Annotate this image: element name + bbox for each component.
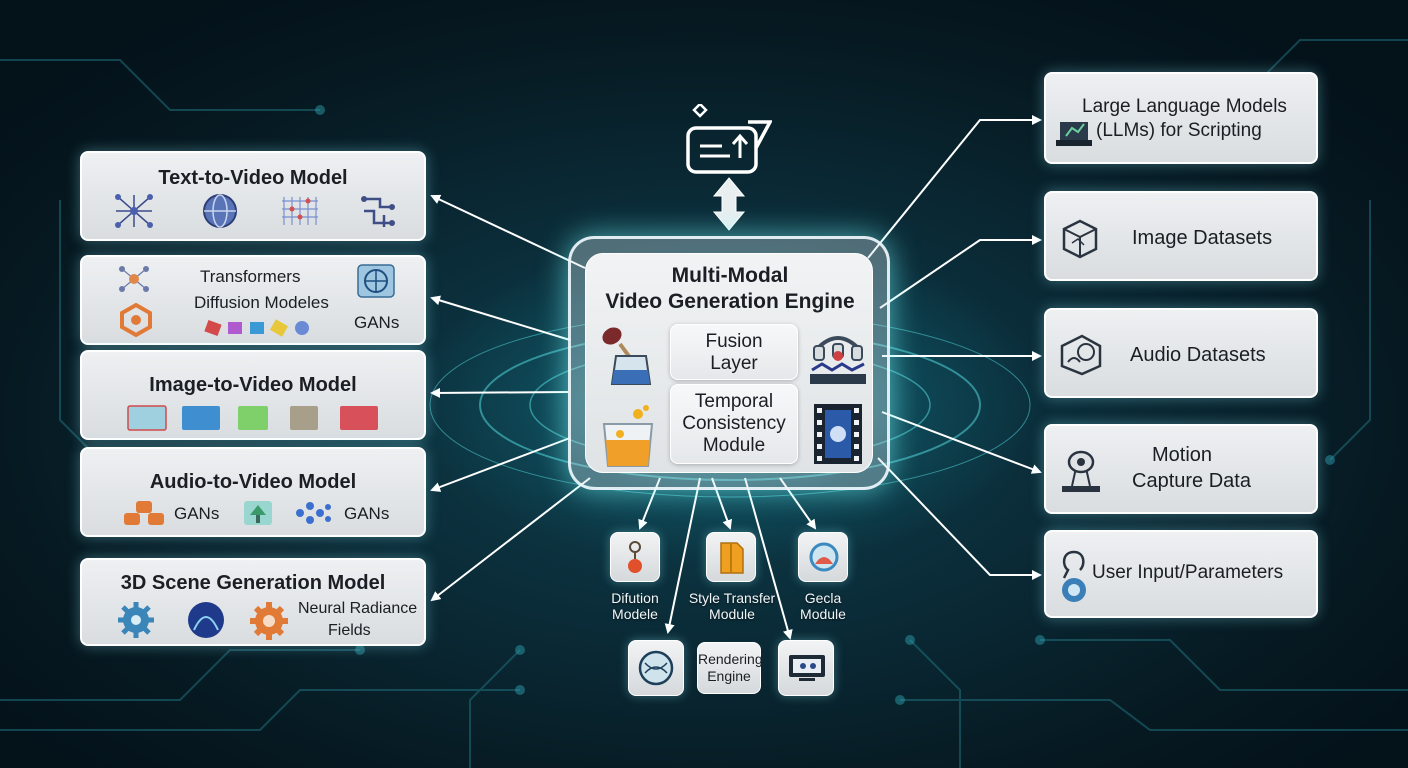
audio-datasets-title: Audio Datasets: [1130, 344, 1266, 366]
audio-to-video-title: Audio-to-Video Model: [149, 471, 357, 493]
transformers-diffusion-panel[interactable]: Transformers Diffusion Modeles GANs: [80, 255, 426, 345]
colorful-shapes-icon: [204, 319, 314, 337]
fusion-layer[interactable]: Fusion Layer: [670, 324, 798, 380]
globe-pattern-icon: [638, 650, 674, 686]
style-transfer-line2: Module: [709, 606, 755, 622]
gear-badge-icon: [809, 542, 839, 572]
transformers-label: Transformers: [200, 267, 301, 286]
engine-panel: Multi-Modal Video Generation Engine Fusi…: [585, 253, 873, 473]
globe-network-icon: [203, 194, 237, 228]
temporal-line2: Consistency: [682, 413, 786, 434]
camera-sensor-icon: [1062, 450, 1100, 492]
orange-gear-icon: [250, 602, 288, 640]
user-input-title: User Input/Parameters: [1092, 562, 1284, 583]
difution-label-line1: Difution: [611, 590, 659, 606]
gecla-label-line1: Gecla: [804, 590, 842, 606]
image-datasets-panel[interactable]: Image Datasets: [1044, 191, 1318, 281]
gans-label: GANs: [354, 313, 400, 332]
cube-dataset-icon: [1062, 219, 1098, 259]
difution-label-line2: Modele: [612, 606, 658, 622]
arrow-to-left-bottom: [664, 477, 701, 634]
globe-tile[interactable]: [628, 640, 684, 696]
llm-line2: (LLMs) for Scripting: [1096, 120, 1262, 141]
video-generation-engine[interactable]: Multi-Modal Video Generation Engine Fusi…: [568, 236, 890, 490]
monitor-tile[interactable]: [778, 640, 834, 696]
pixel-grid-icon: [282, 197, 318, 225]
image-to-video-title: Image-to-Video Model: [149, 374, 357, 396]
potion-icon: [628, 541, 642, 573]
film-strip-icon: [814, 404, 862, 464]
audio-datasets-panel[interactable]: Audio Datasets: [1044, 308, 1318, 398]
arrow-to-right-bottom: [744, 477, 793, 640]
molecule-icon: [119, 266, 149, 292]
gecla-label-line2: Module: [800, 606, 846, 622]
style-transfer-tile[interactable]: [706, 532, 756, 582]
motion-line1: Motion: [1152, 444, 1213, 466]
monitor-icon: [789, 655, 825, 681]
neural-grid-icon: [115, 194, 153, 228]
engine-title-line1: Multi-Modal: [671, 264, 789, 287]
robot-arm-icon: [810, 336, 866, 384]
laptop-chart-icon: [1056, 122, 1092, 146]
llm-scripting-panel[interactable]: Large Language Models (LLMs) for Scripti…: [1044, 72, 1318, 164]
temporal-consistency-module[interactable]: Temporal Consistency Module: [670, 384, 798, 464]
arrow-to-style: [711, 477, 732, 530]
image-datasets-title: Image Datasets: [1132, 227, 1273, 249]
text-to-video-model-panel[interactable]: Text-to-Video Model: [80, 151, 426, 241]
gans-label-1: GANs: [174, 504, 220, 523]
hexagon-network-icon: [120, 303, 152, 337]
folded-document-icon: [720, 542, 744, 574]
user-badge-icon: [1062, 550, 1086, 602]
temporal-line1: Temporal: [694, 391, 774, 412]
top-double-arrow: [712, 177, 746, 231]
fusion-line1: Fusion: [705, 331, 763, 352]
beaker-liquid-icon: [602, 405, 654, 467]
motion-line2: Capture Data: [1132, 470, 1251, 492]
fusion-line2: Layer: [710, 353, 758, 374]
text-to-video-title: Text-to-Video Model: [158, 167, 348, 189]
temporal-line3: Module: [702, 435, 766, 456]
user-input-panel[interactable]: User Input/Parameters: [1044, 530, 1318, 618]
style-transfer-line1: Style Transfer: [688, 590, 776, 606]
audio-to-video-model-panel[interactable]: Audio-to-Video Model GANs GANs: [80, 447, 426, 537]
arrow-to-image-datasets: [879, 235, 1042, 309]
arrow-to-3d-scene: [430, 477, 591, 602]
green-tree-icon: [244, 501, 272, 525]
diffusion-models-label: Diffusion Modeles: [194, 293, 329, 312]
motion-capture-panel[interactable]: Motion Capture Data: [1044, 424, 1318, 514]
blue-sphere-icon: [188, 602, 224, 638]
arrow-to-image-to-video: [430, 387, 569, 398]
speaker-waveform-icon: [1060, 334, 1102, 376]
arrow-to-gecla: [779, 477, 817, 530]
gans-label-2: GANs: [344, 504, 390, 523]
arrow-to-transformers: [430, 295, 571, 341]
neural-radiance-line2: Fields: [328, 622, 371, 639]
rendering-line1: Rendering: [698, 651, 763, 667]
image-to-video-model-panel[interactable]: Image-to-Video Model: [80, 350, 426, 440]
blue-gear-icon: [118, 602, 154, 638]
arrow-to-motion: [881, 411, 1042, 474]
arrow-to-user-input: [877, 457, 1042, 580]
3d-scene-title: 3D Scene Generation Model: [120, 572, 386, 594]
blue-dots-icon: [296, 502, 331, 524]
arrow-to-audio-to-video: [430, 437, 571, 492]
maze-circuit-icon: [361, 196, 395, 227]
gecla-module-tile[interactable]: [798, 532, 848, 582]
orange-network-icon: [124, 501, 164, 525]
llm-line1: Large Language Models: [1082, 96, 1287, 117]
rendering-engine-box[interactable]: Rendering Engine: [697, 642, 763, 694]
3d-scene-generation-panel[interactable]: 3D Scene Generation Model Neural Radianc…: [80, 558, 426, 646]
flask-stirring-icon: [602, 327, 652, 385]
arrow-to-text-to-video: [430, 194, 586, 269]
image-frames-icon: [127, 405, 378, 431]
neural-radiance-line1: Neural Radiance: [298, 600, 418, 617]
arrow-to-llm: [867, 115, 1042, 259]
gan-globe-icon: [357, 264, 395, 298]
engine-title-line2: Video Generation Engine: [605, 290, 855, 313]
arrow-to-difution: [638, 477, 661, 530]
document-upload-icon: [686, 102, 773, 174]
rendering-line2: Engine: [707, 668, 751, 684]
difution-module-tile[interactable]: [610, 532, 660, 582]
